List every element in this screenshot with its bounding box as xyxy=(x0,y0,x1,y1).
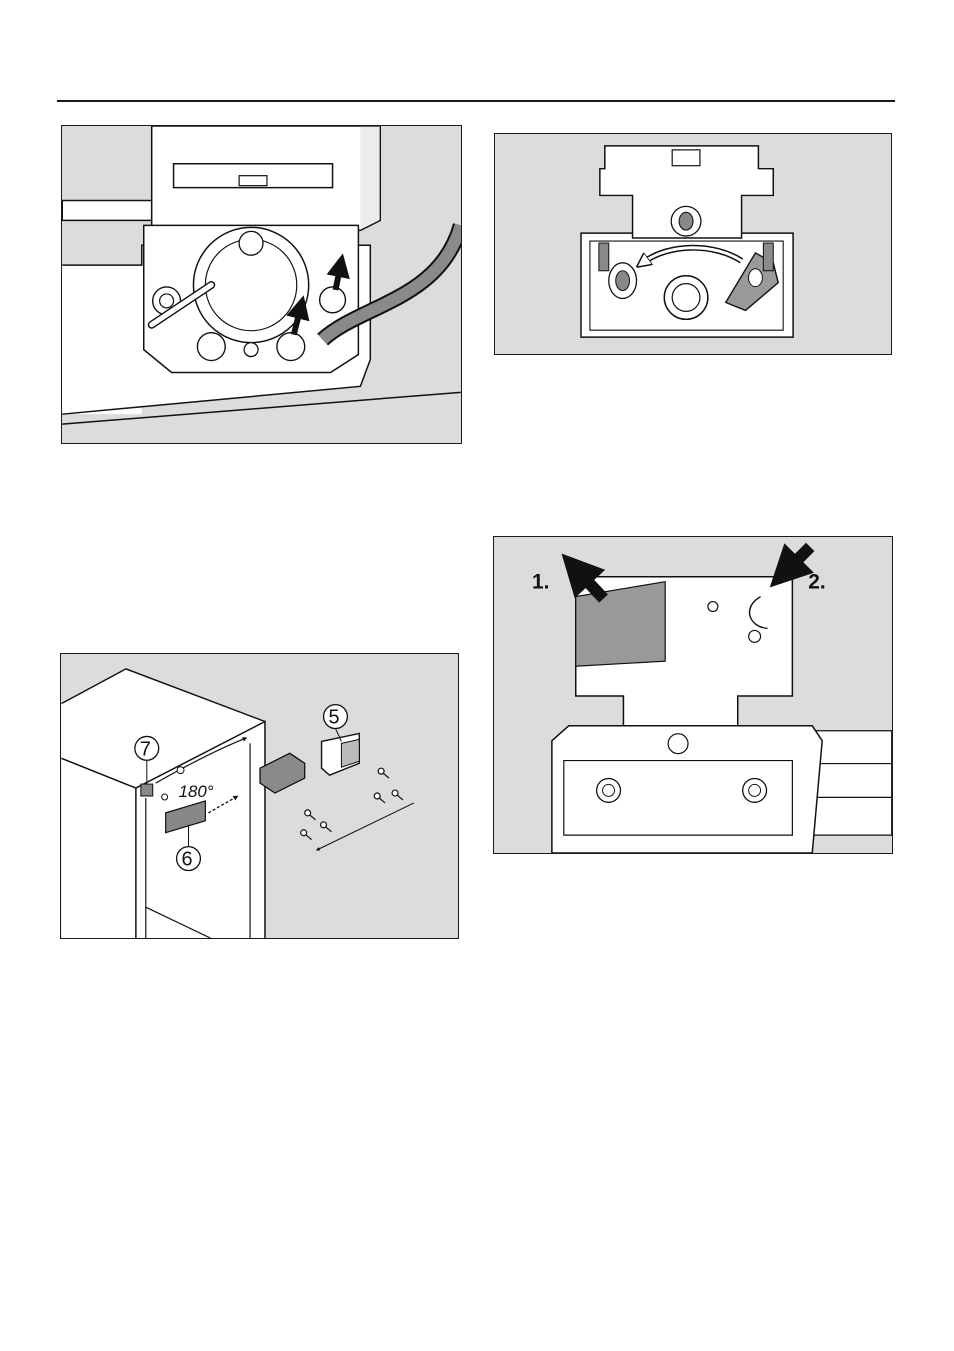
hinge-screws-figure xyxy=(61,125,462,444)
callout-5: 5 xyxy=(329,707,340,729)
hinge-plate-figure xyxy=(494,133,892,355)
step-2-label: 2. xyxy=(808,571,825,594)
hinge-screws-icon xyxy=(62,126,461,443)
hinge-plate-rotate-icon xyxy=(495,134,891,354)
hinge-removal-figure: 1. 2. xyxy=(493,536,893,854)
callout-7: 7 xyxy=(140,738,151,760)
callout-6: 6 xyxy=(182,849,193,871)
appliance-reversal-icon: 180° 5 7 6 xyxy=(61,654,458,938)
appliance-parts-figure: 180° 5 7 6 xyxy=(60,653,459,939)
hinge-release-icon: 1. 2. xyxy=(494,537,892,853)
angle-label: 180° xyxy=(179,782,214,801)
step-1-label: 1. xyxy=(532,571,549,594)
header-rule xyxy=(57,100,895,102)
